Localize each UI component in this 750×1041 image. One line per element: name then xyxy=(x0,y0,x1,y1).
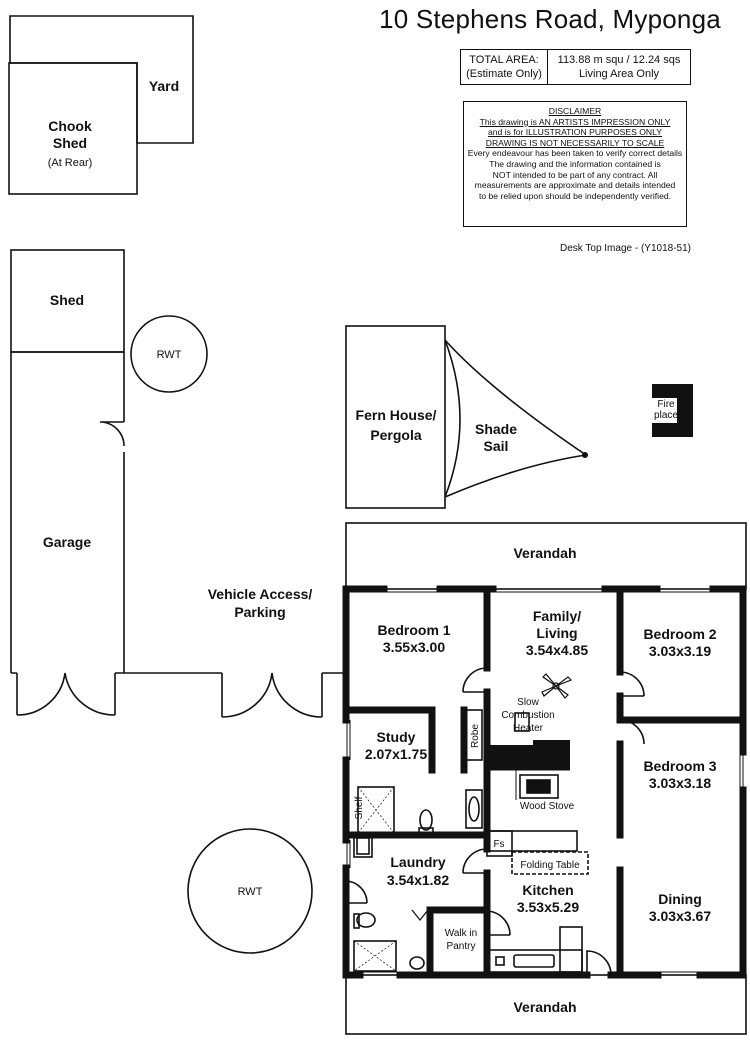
fireplace-block xyxy=(652,384,693,437)
label-pantry: Walk in xyxy=(445,928,477,939)
label-verandah-top: Verandah xyxy=(513,545,576,561)
total-area-label-line1: TOTAL AREA: xyxy=(469,54,539,66)
disclaimer-line: Every endeavour has been taken to verify… xyxy=(467,148,683,159)
bedroom2-door xyxy=(619,671,645,697)
label-fern-house: Pergola xyxy=(370,427,422,443)
toilet-1 xyxy=(419,809,433,831)
toilet-2 xyxy=(356,912,376,928)
disclaimer-line: The drawing and the information containe… xyxy=(489,158,661,169)
label-laundry: Laundry xyxy=(390,854,445,870)
vanity-outline xyxy=(465,789,483,829)
disclaimer-line: DRAWING IS NOT NECESSARILY TO SCALE xyxy=(485,137,665,148)
label-study: Study xyxy=(377,729,416,745)
total-area-label-line2: (Estimate Only) xyxy=(466,68,542,80)
label-shade-sail: Sail xyxy=(484,438,509,454)
label-rwt-bottom: RWT xyxy=(238,886,263,898)
label-dining: Dining xyxy=(658,891,702,907)
folding-table xyxy=(511,851,589,875)
chook-shed-outline xyxy=(8,62,138,195)
bedroom1-door xyxy=(462,667,488,693)
label-kitchen: Kitchen xyxy=(522,882,573,898)
shade-sail-inner-edge xyxy=(444,339,461,498)
wood-stove xyxy=(519,774,559,799)
label-chook-shed: Chook xyxy=(48,118,92,134)
rwt-tank-top xyxy=(130,315,208,393)
label-wood-stove: Wood Stove xyxy=(520,801,575,812)
total-area-box: TOTAL AREA: (Estimate Only) 113.88 m squ… xyxy=(460,49,691,85)
label-chook-shed-note: (At Rear) xyxy=(48,157,93,169)
label-shed: Shed xyxy=(50,292,84,308)
garage-double-door xyxy=(11,672,124,716)
disclaimer-line: measurements are approximate and details… xyxy=(474,180,676,191)
label-folding-table: Folding Table xyxy=(520,860,580,871)
label-kitchen-size: 3.53x5.29 xyxy=(517,899,579,915)
laundry-shower xyxy=(353,940,397,972)
label-family: Living xyxy=(536,625,577,641)
label-chook-shed: Shed xyxy=(53,135,87,151)
total-area-value-line1: 113.88 m squ / 12.24 sqs xyxy=(557,54,681,66)
label-heater: Heater xyxy=(513,723,544,734)
label-garage: Garage xyxy=(43,534,91,550)
disclaimer-line: and is for ILLUSTRATION PURPOSES ONLY xyxy=(488,127,662,138)
label-bedroom1-size: 3.55x3.00 xyxy=(383,639,445,655)
label-study-size: 2.07x1.75 xyxy=(365,746,427,762)
label-fireplace: place xyxy=(654,410,678,421)
label-vehicle-access: Vehicle Access/ xyxy=(208,586,313,602)
total-area-value: 113.88 m squ / 12.24 sqs Living Area Onl… xyxy=(548,50,690,84)
shade-sail-anchor xyxy=(582,452,588,458)
label-bedroom2: Bedroom 2 xyxy=(643,626,716,642)
rwt-tank-bottom xyxy=(187,828,313,954)
label-pantry: Pantry xyxy=(447,941,476,952)
label-shade-sail: Shade xyxy=(475,421,517,437)
label-bedroom3: Bedroom 3 xyxy=(643,758,716,774)
disclaimer-line: to be relied upon should be independentl… xyxy=(478,190,672,201)
label-fs: Fs xyxy=(493,839,504,850)
label-fern-house: Fern House/ xyxy=(356,407,437,423)
rear-door xyxy=(586,950,612,976)
kitchen-door xyxy=(462,848,488,874)
label-bedroom2-size: 3.03x3.19 xyxy=(649,643,711,659)
label-bedroom1: Bedroom 1 xyxy=(377,622,450,638)
house-walls xyxy=(342,585,747,979)
label-heater: Slow xyxy=(517,697,539,708)
label-family: Family/ xyxy=(533,608,581,624)
disclaimer-box: DISCLAIMER This drawing is AN ARTISTS IM… xyxy=(463,101,687,227)
total-area-value-line2: Living Area Only xyxy=(578,68,660,80)
label-family-size: 3.54x4.85 xyxy=(526,642,588,658)
garage-side-door xyxy=(99,421,125,447)
label-vehicle-access: Parking xyxy=(234,604,285,620)
label-laundry-size: 3.54x1.82 xyxy=(387,872,449,888)
label-yard: Yard xyxy=(149,78,179,94)
fern-house-outline xyxy=(345,325,446,509)
disclaimer-line: This drawing is AN ARTISTS IMPRESSION ON… xyxy=(479,116,671,127)
ceiling-fan xyxy=(541,673,573,699)
label-shelf: Shelf xyxy=(354,796,365,819)
total-area-label: TOTAL AREA: (Estimate Only) xyxy=(461,50,548,84)
disclaimer-heading: DISCLAIMER xyxy=(548,106,602,116)
heater-flue xyxy=(514,712,530,732)
label-robe: Robe xyxy=(470,724,481,748)
image-id: Desk Top Image - (Y1018-51) xyxy=(560,243,691,254)
label-verandah-bottom: Verandah xyxy=(513,999,576,1015)
parking-gate xyxy=(221,672,323,718)
label-rwt-top: RWT xyxy=(157,349,182,361)
label-fireplace: Fire xyxy=(657,399,675,410)
heater-block xyxy=(490,740,570,770)
plan-title: 10 Stephens Road, Myponga xyxy=(379,4,721,34)
garage-outline xyxy=(10,351,125,673)
label-dining-size: 3.03x3.67 xyxy=(649,908,711,924)
label-bedroom3-size: 3.03x3.18 xyxy=(649,775,711,791)
label-heater: Combustion xyxy=(501,710,554,721)
disclaimer-line: NOT intended to be part of any contract.… xyxy=(492,169,658,180)
